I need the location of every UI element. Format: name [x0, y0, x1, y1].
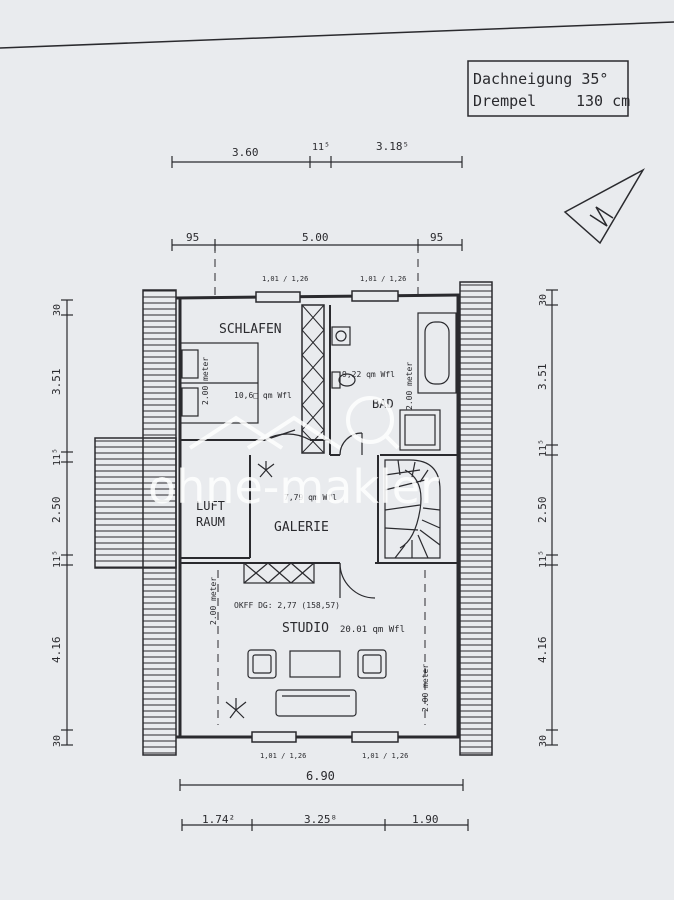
- dim-left-4: 11⁵: [52, 550, 63, 568]
- floor-level-note: OKFF DG: 2,77 (158,57): [234, 601, 340, 610]
- height-note-studio-left: 2.00 meter: [209, 577, 218, 625]
- height-note-schlafen: 2.00 meter: [201, 357, 210, 405]
- roof-info-box: Dachneigung 35° Drempel 130 cm: [467, 60, 630, 117]
- north-arrow-icon: [563, 168, 646, 245]
- height-note-studio-right: 2.00 meter: [421, 664, 430, 712]
- staircase: [384, 459, 441, 559]
- dim-left-1: 3.51: [50, 369, 63, 396]
- shower-tray: [399, 409, 441, 451]
- dim-bottom-total: 6.90: [306, 769, 335, 783]
- bed-furniture: [179, 342, 259, 424]
- watermark-logo: ohne-makler: [148, 396, 439, 514]
- knee-wall-value: 130 cm: [576, 92, 630, 110]
- room-name-galerie: GALERIE: [274, 520, 329, 535]
- room-name-schlafen: SCHLAFEN: [219, 322, 282, 337]
- dim-left-2: 11⁵: [52, 448, 63, 466]
- armchair-left: [247, 649, 277, 679]
- dim-top1-a: 3.60: [232, 146, 259, 159]
- coffee-table: [289, 650, 341, 678]
- room-area-studio: 20.01 qm Wfl: [340, 625, 405, 635]
- room-area-bad: 9,22 qm Wfl: [342, 370, 395, 379]
- room-name-luftraum-line1: LUFT: [196, 499, 225, 513]
- dim-right-4: 11⁵: [538, 550, 549, 568]
- skylight: [243, 562, 315, 584]
- axis-guides: [214, 245, 426, 725]
- window-label-top-right: 1,01 / 1,26: [360, 275, 406, 283]
- dim-right-1: 3.51: [536, 364, 549, 391]
- interior-walls: [180, 304, 458, 564]
- room-name-luftraum-line2: RAUM: [196, 515, 225, 529]
- plant-icon-galerie: [257, 461, 275, 478]
- right-dimension-line: [546, 289, 558, 746]
- washbasin: [331, 326, 351, 346]
- dim-top1-c: 3.18⁵: [376, 140, 409, 153]
- dim-bottom-a: 1.74²: [202, 813, 235, 826]
- height-note-bad: 2.00 meter: [405, 362, 414, 410]
- window-label-top-left: 1,01 / 1,26: [262, 275, 308, 283]
- outer-walls: [175, 293, 461, 739]
- window-label-bottom-right: 1,01 / 1,26: [362, 752, 408, 760]
- plant-icon: [225, 698, 247, 719]
- dim-right-3: 2.50: [536, 497, 549, 524]
- dim-top2-b: 5.00: [302, 231, 329, 244]
- window-label-bottom-left: 1,01 / 1,26: [260, 752, 306, 760]
- dim-top1-b: 11⁵: [312, 142, 330, 153]
- dim-top2-a: 95: [186, 231, 199, 244]
- left-dimension-line: [61, 299, 73, 746]
- toilet: [331, 371, 356, 389]
- dim-bottom-c: 1.90: [412, 813, 439, 826]
- dim-right-5: 4.16: [536, 637, 549, 664]
- dim-left-6: 30: [52, 735, 63, 747]
- room-area-schlafen: 10,6□ qm Wfl: [234, 391, 292, 400]
- right-gable-wall: [459, 281, 493, 756]
- room-area-galerie: 7,79 qm Wfl: [284, 493, 337, 502]
- dim-left-3: 2.50: [50, 497, 63, 524]
- armchair-right: [357, 649, 387, 679]
- dim-right-6: 30: [538, 735, 549, 747]
- paper-edge: [0, 21, 674, 49]
- dim-right-0: 30: [538, 294, 549, 306]
- watermark-house-icon: [188, 396, 400, 450]
- top-dimension-line-1: [171, 156, 463, 168]
- roof-pitch-label: Dachneigung 35°: [473, 70, 608, 88]
- dim-bottom-b: 3.25⁸: [304, 813, 337, 826]
- sofa: [275, 689, 357, 717]
- room-name-studio: STUDIO: [282, 621, 329, 636]
- left-gable-wall: [94, 289, 177, 756]
- bottom-dimension-lines: [179, 779, 469, 831]
- watermark-text: ohne-makler: [148, 460, 439, 514]
- dim-left-5: 4.16: [50, 637, 63, 664]
- doors: [264, 429, 376, 599]
- top-windows: [255, 290, 399, 303]
- dim-left-0: 30: [52, 304, 63, 316]
- bottom-windows: [251, 731, 399, 743]
- dim-right-2: 11⁵: [538, 439, 549, 457]
- dim-top2-c: 95: [430, 231, 443, 244]
- knee-wall-label: Drempel: [473, 92, 536, 110]
- bathtub: [417, 312, 457, 394]
